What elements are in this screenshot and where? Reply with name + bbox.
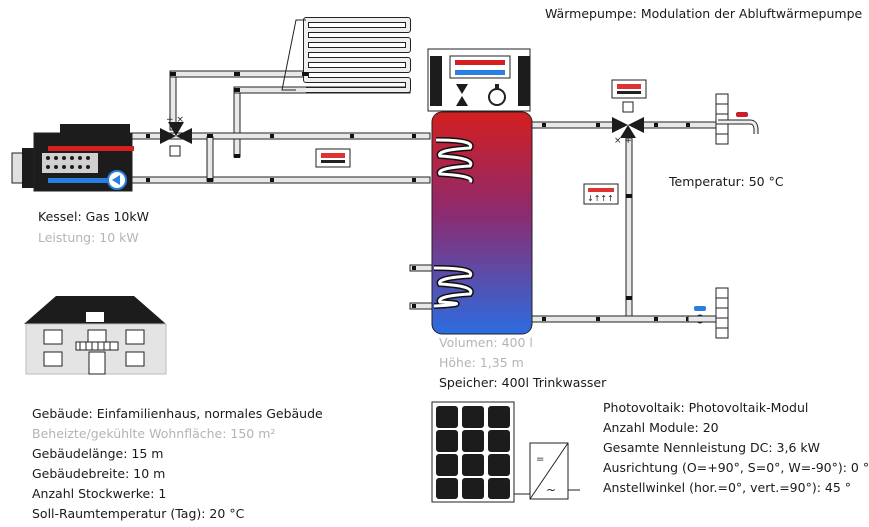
- svg-text:=: =: [536, 454, 544, 465]
- svg-text:× +: × +: [614, 136, 632, 146]
- pv-nominal-power: Gesamte Nennleistung DC: 3,6 kW: [603, 440, 820, 455]
- building-room-temp: Soll-Raumtemperatur (Tag): 20 °C: [32, 506, 245, 521]
- exhaust-air-heat-pump[interactable]: [427, 48, 531, 112]
- pv-type: Photovoltaik: Photovoltaik-Modul: [603, 400, 809, 415]
- storage-height: Höhe: 1,35 m: [439, 355, 524, 370]
- storage-tank[interactable]: [431, 111, 533, 335]
- pv-tilt: Anstellwinkel (hor.=0°, vert.=90°): 45 °: [603, 480, 852, 495]
- storage-volume: Volumen: 400 l: [439, 335, 533, 350]
- storage-type: Speicher: 400l Trinkwasser: [439, 375, 607, 390]
- header-title: Wärmepumpe: Modulation der Abluftwärmepu…: [545, 6, 863, 21]
- boiler-power-label: Leistung: 10 kW: [38, 230, 139, 245]
- building-floors: Anzahl Stockwerke: 1: [32, 486, 167, 501]
- house[interactable]: [24, 296, 167, 375]
- hot-water-tap[interactable]: [715, 93, 759, 145]
- building-area: Beheizte/gekühlte Wohnfläche: 150 m²: [32, 426, 276, 441]
- mixing-valve-hot-water[interactable]: × +: [612, 117, 644, 146]
- pv-module-count: Anzahl Module: 20: [603, 420, 719, 435]
- pv-orientation: Ausrichtung (O=+90°, S=0°, W=-90°): 0 °: [603, 460, 869, 475]
- pv-module[interactable]: [431, 401, 530, 503]
- svg-text:~: ~: [546, 483, 556, 497]
- hot-water-temperature: Temperatur: 50 °C: [669, 174, 784, 189]
- mixing-valve-boiler[interactable]: + ×: [160, 115, 192, 157]
- svg-text:+ ×: + ×: [166, 115, 184, 125]
- hot-water-controller[interactable]: [611, 79, 647, 113]
- controller-heating[interactable]: [315, 148, 351, 168]
- gas-boiler[interactable]: [11, 124, 134, 192]
- building-info: Gebäude: Einfamilienhaus, normales Gebäu…: [32, 404, 323, 524]
- svg-text:↓↑↑↑: ↓↑↑↑: [587, 194, 614, 203]
- inverter[interactable]: = ~: [529, 442, 580, 500]
- building-width: Gebäudebreite: 10 m: [32, 466, 166, 481]
- building-length: Gebäudelänge: 15 m: [32, 446, 164, 461]
- circulation-controller[interactable]: ↓↑↑↑: [583, 183, 619, 205]
- boiler-label: Kessel: Gas 10kW: [38, 209, 149, 224]
- cold-water-inlet[interactable]: [687, 287, 729, 339]
- building-type: Gebäude: Einfamilienhaus, normales Gebäu…: [32, 406, 323, 421]
- pv-info: Photovoltaik: Photovoltaik-Modul Anzahl …: [603, 398, 869, 498]
